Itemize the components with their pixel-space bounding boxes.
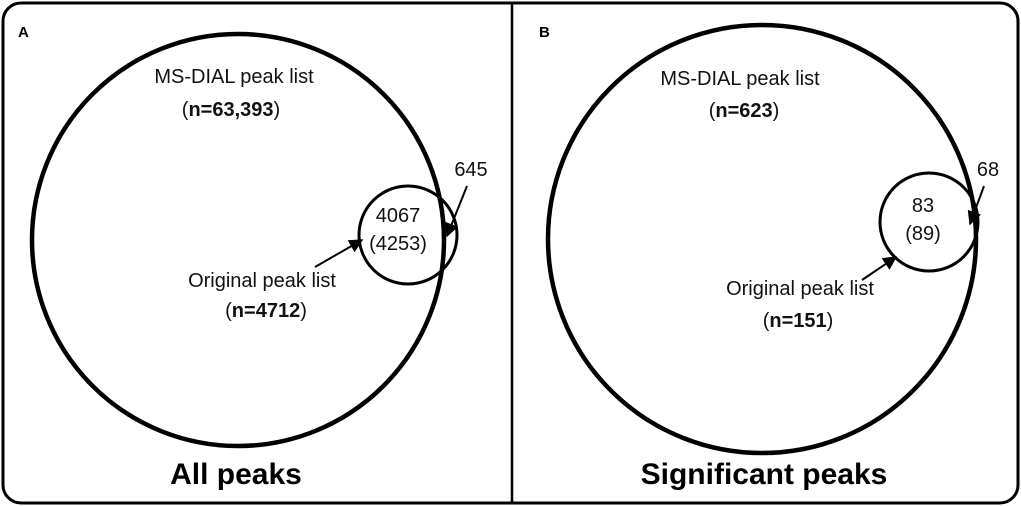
- panel-a-big-set-circle: [29, 31, 447, 449]
- panel-a-unique-arrow: [445, 185, 468, 238]
- panel-a-unique-small: 645: [454, 159, 487, 181]
- panel-b-small-set-count: (n=151): [763, 310, 834, 332]
- panel-b-small-set-circle: [878, 171, 980, 273]
- panel-b-caption: Significant peaks: [641, 458, 888, 491]
- panel-b-overlap-value: 83: [912, 195, 934, 217]
- panel-a-overlap-arrow: [314, 239, 364, 268]
- panel-b-overlap-paren: (89): [905, 223, 941, 245]
- panel-a-overlap-value: 4067: [376, 205, 421, 227]
- panel-b-big-set-label: MS-DIAL peak list: [660, 68, 820, 90]
- panel-b-unique-small: 68: [977, 159, 999, 181]
- panel-b: B MS-DIAL peak list (n=623) 83 (89) 68 O…: [539, 22, 999, 491]
- panel-a-big-set-label: MS-DIAL peak list: [154, 66, 314, 88]
- panel-a-small-set-label: Original peak list: [188, 270, 336, 292]
- panel-a-letter: A: [18, 24, 29, 41]
- panel-a-overlap-paren: (4253): [369, 233, 427, 255]
- panel-b-overlap-arrow: [861, 256, 898, 281]
- panel-b-unique-arrow: [967, 185, 985, 226]
- panel-a: A MS-DIAL peak list (n=63,393) 4067 (425…: [18, 24, 488, 491]
- panel-a-small-set-count: (n=4712): [225, 300, 307, 322]
- panel-a-caption: All peaks: [170, 458, 302, 491]
- panel-b-small-set-label: Original peak list: [726, 278, 874, 300]
- panel-a-big-set-count: (n=63,393): [182, 99, 280, 121]
- panel-b-letter: B: [539, 24, 550, 41]
- panel-b-big-set-count: (n=623): [709, 100, 780, 122]
